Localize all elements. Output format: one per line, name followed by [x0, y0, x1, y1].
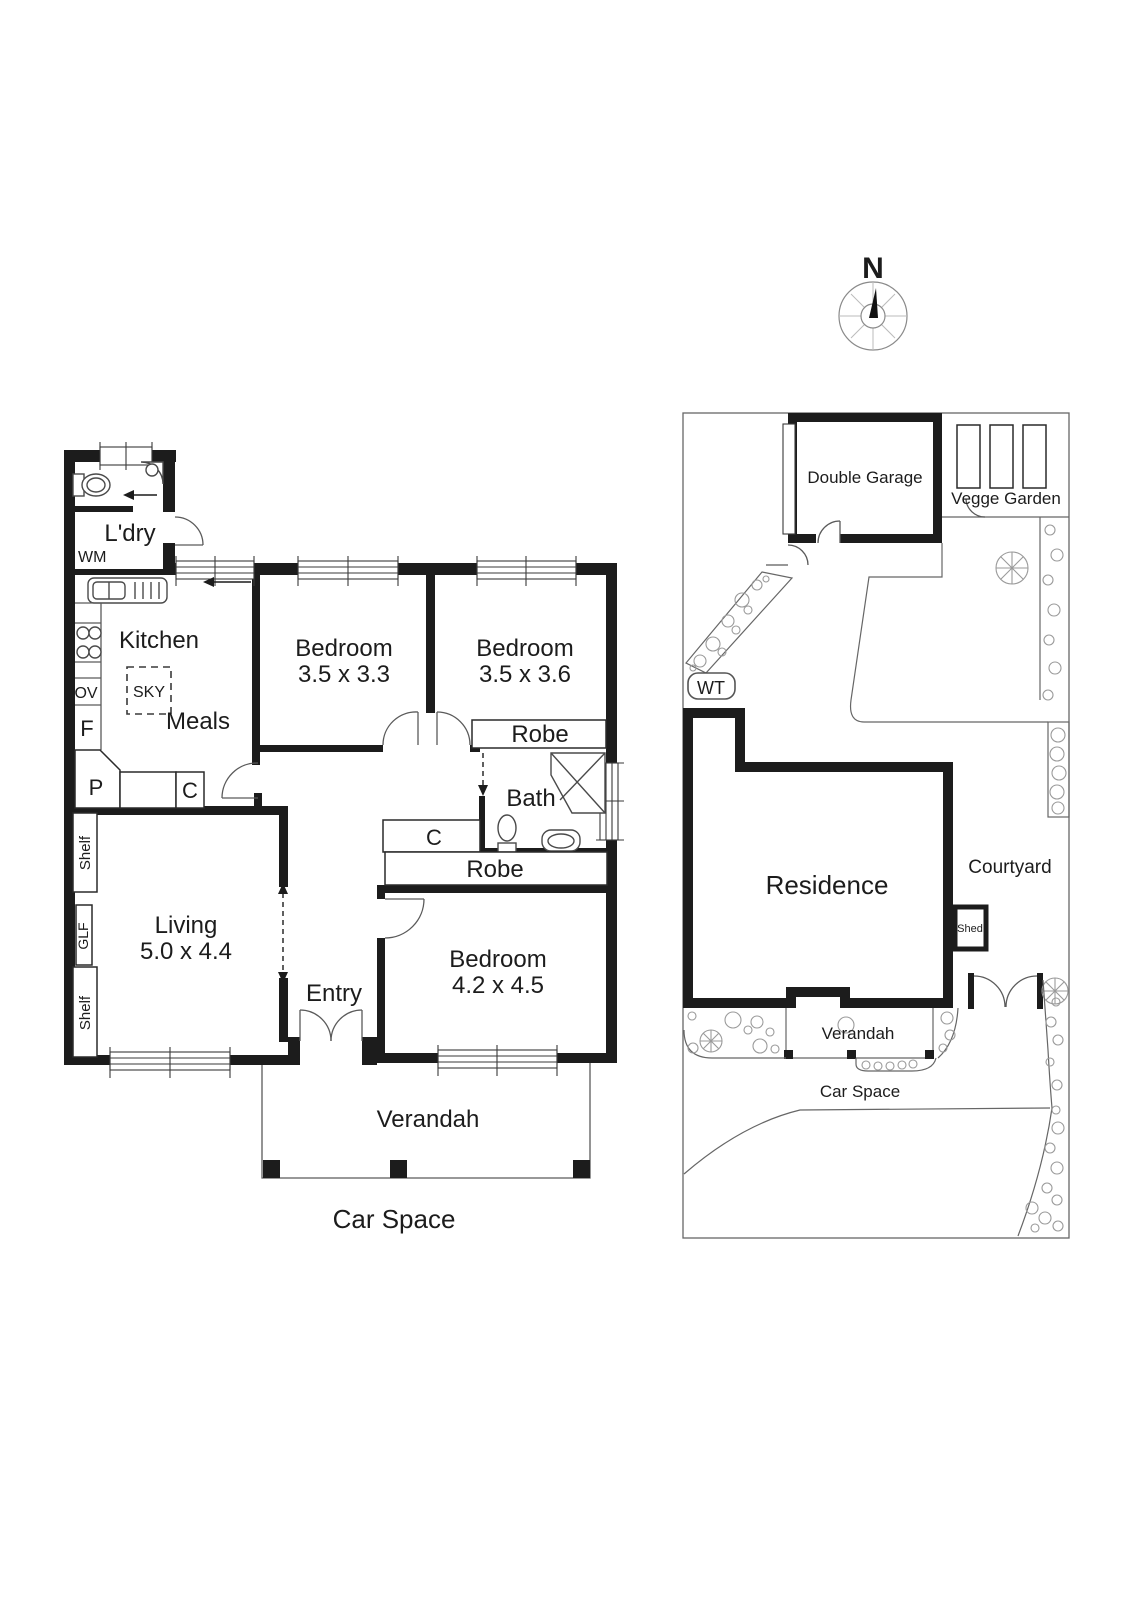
kitchen-cupboard-label: C	[182, 778, 198, 803]
site-plan: Double Garage Vegge Garden WT Residence …	[682, 412, 1070, 1239]
kitchen-sink	[87, 577, 168, 604]
window-bedroom2	[476, 556, 577, 586]
window-slide-arrow	[203, 577, 251, 587]
garage-structure	[782, 413, 942, 546]
living-label: Living	[155, 912, 218, 939]
laundry-label: L'dry	[104, 520, 155, 547]
oven-label: OV	[74, 685, 97, 702]
site-verandah-structure	[784, 1008, 934, 1059]
robe3-label: Robe	[466, 856, 523, 883]
residence-outline	[683, 708, 953, 1008]
bedroom2-label: Bedroom	[476, 635, 573, 662]
window-bedroom3	[437, 1045, 558, 1076]
pantry-label: P	[89, 775, 104, 800]
window-living	[109, 1047, 231, 1078]
skylight-label: SKY	[133, 684, 165, 701]
robe2-label: Robe	[511, 721, 568, 748]
compass-north-label: N	[862, 252, 884, 285]
bedroom2-door	[436, 711, 471, 746]
fridge-label: F	[80, 716, 93, 741]
vegge-garden-beds	[942, 424, 1069, 518]
car-space-label: Car Space	[333, 1204, 456, 1234]
bedroom3-dims: 4.2 x 4.5	[452, 972, 544, 999]
kitchen-label: Kitchen	[119, 627, 199, 654]
shelf-bottom-box	[72, 966, 98, 1058]
site-verandah-label: Verandah	[822, 1024, 895, 1043]
meals-label: Meals	[166, 708, 230, 735]
window-laundry	[99, 442, 153, 470]
laundry-door	[174, 516, 204, 546]
hall-cupboard-label: C	[426, 825, 442, 850]
north-needle-icon	[869, 288, 878, 318]
wc-toilet	[72, 473, 111, 497]
robe3-box	[384, 851, 608, 886]
skylight-box	[126, 666, 172, 715]
bath-basin	[541, 829, 581, 852]
bath-toilet	[497, 814, 517, 853]
shelf-top-label: Shelf	[77, 835, 94, 870]
shed-label: Shed	[957, 923, 983, 935]
driveway-curve	[683, 1107, 1051, 1175]
water-tank-label: WT	[697, 678, 725, 698]
hall-arrow	[478, 753, 488, 796]
site-car-space-label: Car Space	[820, 1082, 900, 1101]
wm-label: WM	[78, 549, 106, 566]
glf-box	[75, 904, 93, 966]
doors	[174, 516, 471, 1042]
shelf-top-box	[72, 812, 98, 893]
fixtures	[72, 461, 606, 853]
entry-doors	[299, 1009, 363, 1042]
bath-label: Bath	[506, 785, 555, 812]
cooktop	[76, 626, 102, 659]
bedroom1-dims: 3.5 x 3.3	[298, 661, 390, 688]
living-arrow	[278, 883, 288, 983]
shower	[550, 752, 606, 814]
courtyard-gate	[968, 973, 1043, 1009]
residence-label: Residence	[766, 870, 889, 900]
garage-roller-door	[782, 423, 796, 535]
verandah-structure	[261, 1063, 591, 1179]
garage-label: Double Garage	[807, 468, 922, 487]
cupboard-box-kitchen	[175, 771, 205, 809]
front-garden-beds	[683, 1007, 959, 1072]
cupboard-box-hall	[382, 819, 481, 853]
courtyard-tree	[1041, 977, 1069, 1005]
arrows	[123, 490, 488, 983]
bedroom1-label: Bedroom	[295, 635, 392, 662]
robe2-box	[471, 719, 607, 749]
compass: N	[838, 252, 908, 351]
bedroom2-dims: 3.5 x 3.6	[479, 661, 571, 688]
bedroom3-label: Bedroom	[449, 946, 546, 973]
bedroom1-door	[382, 711, 419, 746]
water-tank-box	[687, 672, 736, 700]
kitchen-bench	[75, 602, 102, 750]
bedroom3-door	[384, 898, 425, 939]
entry-label: Entry	[306, 980, 362, 1007]
side-garden-band	[685, 571, 794, 674]
window-bedroom1	[297, 556, 399, 586]
window-kitchen	[175, 556, 255, 586]
courtyard-paths	[766, 517, 1070, 818]
joinery	[72, 666, 608, 1058]
wc-slide-arrow	[123, 490, 157, 500]
north-tree	[995, 551, 1029, 585]
right-garden-strip	[1017, 524, 1067, 1237]
shed-box	[952, 904, 989, 952]
wc-corner-basin	[140, 461, 164, 485]
vegge-garden-label: Vegge Garden	[951, 489, 1061, 508]
shelf-bottom-label: Shelf	[77, 995, 94, 1030]
glf-label: GLF	[75, 922, 91, 949]
bench-box	[119, 771, 177, 809]
floor-plan: L'dry WM Kitchen OV F SKY Meals P C Bedr…	[64, 442, 624, 1234]
living-dims: 5.0 x 4.4	[140, 938, 232, 965]
meals-door	[221, 762, 259, 799]
courtyard-label: Courtyard	[968, 857, 1051, 878]
verandah-label: Verandah	[377, 1106, 480, 1133]
